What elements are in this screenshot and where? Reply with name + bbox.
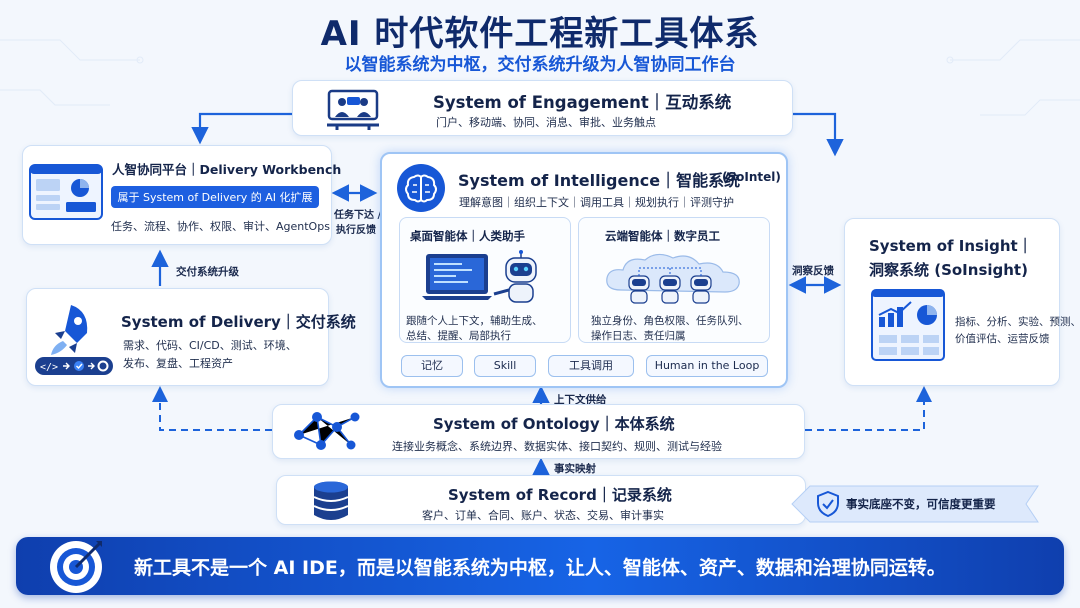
insight-title-1: System of Insight｜ [869,237,1033,255]
label-delivery-upgrade: 交付系统升级 [176,266,239,278]
cloud-robots-icon [606,253,740,304]
label-context-supply: 上下文供给 [554,394,607,406]
shield-check-icon [817,491,839,517]
laptop-robot-icon [422,250,537,303]
delivery-desc-1: 需求、代码、CI/CD、测试、环境、 [123,339,297,352]
cloud-agent-panel: 云端智能体｜数字员工 独立身份、角色权限、任务队列、 操作日志、责任归属 [578,217,770,343]
pill-skill: Skill [474,355,536,377]
target-icon [50,541,102,593]
record-desc: 客户、订单、合同、账户、状态、交易、审计事实 [422,509,664,522]
pill-human-in-loop: Human in the Loop [646,355,768,377]
meeting-icon [327,89,379,130]
page-subtitle: 以智能系统为中枢，交付系统升级为人智协同工作台 [344,55,736,75]
svg-text:</>: </> [40,362,58,373]
intelligence-title-suffix: (SoIntel) [722,170,781,184]
delivery-desc-2: 发布、复盘、工程资产 [123,357,233,370]
desktop-agent-desc-1: 跟随个人上下文，辅助生成、 [406,315,543,327]
desktop-agent-title: 桌面智能体｜人类助手 [410,229,525,243]
page-title: AI 时代软件工程新工具体系 [320,14,760,54]
pill-memory: 记忆 [401,355,463,377]
ontology-title: System of Ontology｜本体系统 [433,415,675,433]
delivery-card: </> System of Delivery｜交付系统 需求、代码、CI/CD、… [26,288,356,386]
insight-desc-2: 价值评估、运营反馈 [955,333,1050,345]
label-task-dispatch-1: 任务下达 / [334,210,382,221]
label-insight-feedback: 洞察反馈 [792,265,834,277]
dashboard-icon [29,164,103,220]
record-card: System of Record｜记录系统 客户、订单、合同、账户、状态、交易、… [276,475,806,525]
desktop-agent-panel: 桌面智能体｜人类助手 跟随个人上下文，辅助生成、 总结、提醒、局部执行 [399,217,571,343]
label-task-dispatch-2: 执行反馈 [336,225,376,236]
network-graph-icon [294,412,360,450]
pill-tool-call: 工具调用 [548,355,634,377]
insight-card: System of Insight｜ 洞察系统 (SoInsight) 指标、分… [844,218,1080,386]
cloud-agent-desc-1: 独立身份、角色权限、任务队列、 [591,315,749,327]
record-title: System of Record｜记录系统 [448,486,672,504]
engagement-card: System of Engagement｜互动系统 门户、移动端、协同、消息、审… [292,80,793,136]
banner-text: 新工具不是一个 AI IDE，而是以智能系统为中枢，让人、智能体、资产、数据和治… [134,557,946,579]
brain-icon [397,164,445,212]
engagement-desc: 门户、移动端、协同、消息、审批、业务触点 [436,116,656,129]
workbench-card: 人智协同平台｜Delivery Workbench 属于 System of D… [22,145,341,245]
ontology-desc: 连接业务概念、系统边界、数据实体、接口契约、规则、测试与经验 [392,440,722,453]
cloud-agent-title: 云端智能体｜数字员工 [605,229,720,243]
engagement-title: System of Engagement｜互动系统 [433,93,732,112]
dashed-ontology-delivery [152,386,272,431]
callout-text: 事实底座不变，可信度更重要 [846,497,996,511]
intelligence-card: System of Intelligence｜智能系统 (SoIntel) 理解… [380,152,788,388]
intelligence-title: System of Intelligence｜智能系统 [458,171,741,190]
rocket-icon: </> [35,305,113,375]
workbench-desc: 任务、流程、协作、权限、审计、AgentOps [111,220,330,233]
bottom-banner: 新工具不是一个 AI IDE，而是以智能系统为中枢，让人、智能体、资产、数据和治… [16,537,1064,595]
database-icon [313,481,349,520]
delivery-title: System of Delivery｜交付系统 [121,313,356,331]
insight-desc-1: 指标、分析、实验、预测、 [955,316,1080,328]
arrow-engagement-intelligence [793,112,844,157]
intelligence-desc: 理解意图｜组织上下文｜调用工具｜规划执行｜评测守护 [459,196,734,209]
callout-shape [791,485,1039,523]
cloud-agent-desc-2: 操作日志、责任归属 [591,330,686,342]
arrow-engagement-workbench [191,112,292,145]
ontology-card: System of Ontology｜本体系统 连接业务概念、系统边界、数据实体… [272,404,805,459]
insight-title-2: 洞察系统 (SoInsight) [869,261,1028,279]
analytics-icon [871,289,945,361]
workbench-badge-text: 属于 System of Delivery 的 AI 化扩展 [117,191,313,204]
dashed-ontology-insight [805,386,932,431]
desktop-agent-desc-2: 总结、提醒、局部执行 [406,330,511,342]
workbench-badge: 属于 System of Delivery 的 AI 化扩展 [111,186,319,208]
workbench-title: 人智协同平台｜Delivery Workbench [112,162,342,177]
label-fact-mapping: 事实映射 [554,463,596,475]
